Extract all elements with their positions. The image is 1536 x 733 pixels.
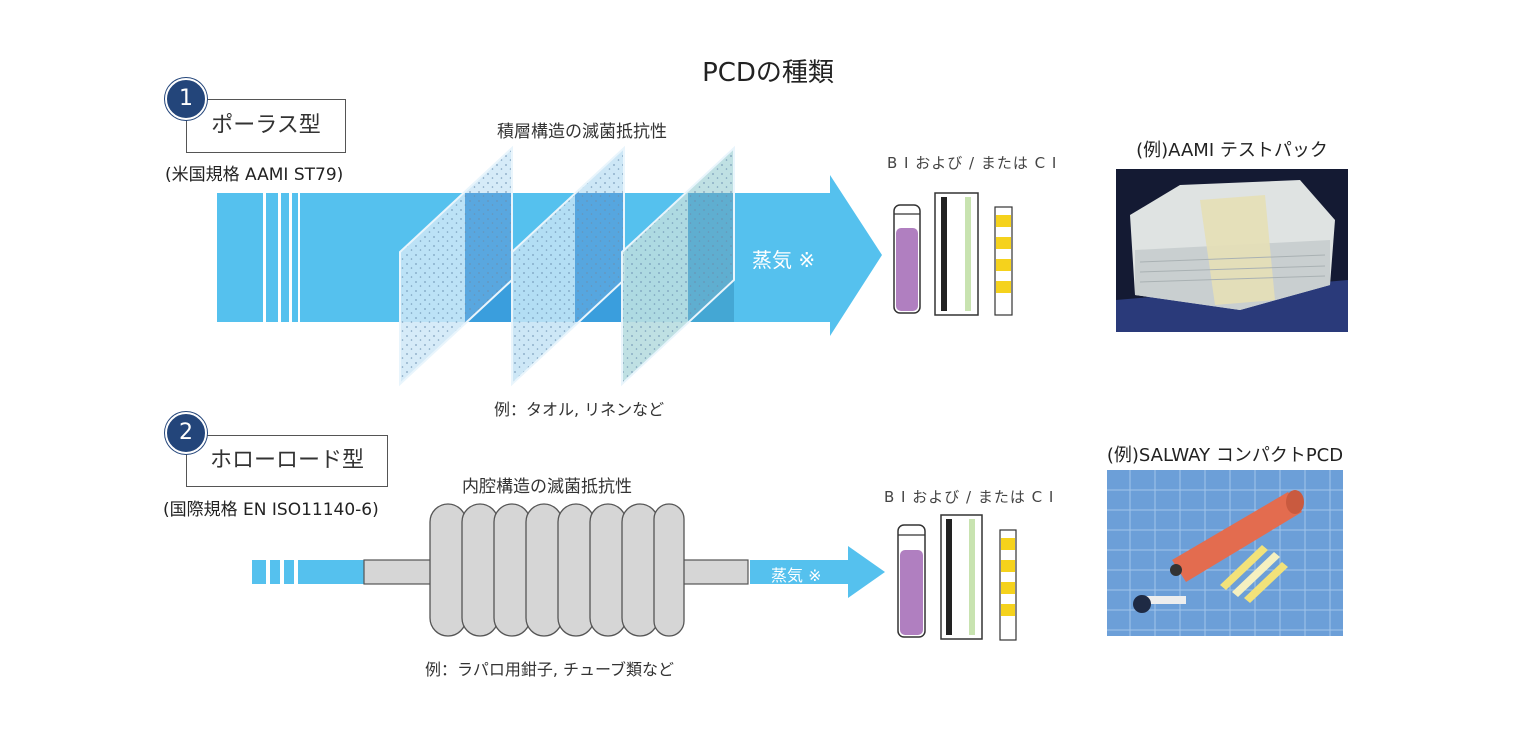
- arrow-tail-stripe: [217, 193, 263, 322]
- ci-yellow-strip-2: [999, 529, 1017, 641]
- arrow-tail-stripe: [281, 193, 289, 322]
- steam-label-2: 蒸気 ※: [771, 566, 822, 585]
- section-number-badge-2: 2: [165, 412, 207, 454]
- section-number-badge-1: 1: [165, 78, 207, 120]
- bi-vial-2: [897, 524, 926, 638]
- arrow-tail-stripe: [298, 560, 364, 584]
- layer-panel-3: [621, 145, 735, 387]
- type-label-porous: ポーラス型: [186, 99, 346, 153]
- salway-compact-pcd-photo: [1107, 470, 1343, 636]
- tube-outlet: [679, 559, 749, 585]
- layer-panel-2: [511, 145, 625, 387]
- type-label-hollow-load: ホローロード型: [186, 435, 388, 487]
- arrow-tail-stripe: [266, 193, 278, 322]
- ci-strip-card-1: [934, 192, 979, 316]
- indicator-label-1: B I および / または C I: [887, 154, 1058, 172]
- layer-panel-1: [399, 145, 513, 387]
- hollow-coil: [429, 503, 685, 637]
- indicator-label-2: B I および / または C I: [884, 488, 1055, 506]
- structure-caption-1: 積層構造の滅菌抵抗性: [497, 122, 667, 142]
- photo-caption-1: (例)AAMI テストパック: [1136, 140, 1328, 161]
- standard-label-1: (米国規格 AAMI ST79): [165, 165, 344, 185]
- photo-caption-2: (例)SALWAY コンパクトPCD: [1106, 445, 1344, 466]
- arrow-tail-stripe: [292, 193, 298, 322]
- ci-strip-card-2: [940, 514, 983, 640]
- arrow-tail-stripe: [252, 560, 266, 584]
- example-caption-2: 例：ラパロ用鉗子, チューブ類など: [425, 660, 675, 679]
- standard-label-2: (国際規格 EN ISO11140-6): [163, 500, 379, 520]
- structure-caption-2: 内腔構造の滅菌抵抗性: [462, 477, 632, 497]
- bi-vial-1: [893, 204, 921, 314]
- arrow-tail-stripe: [270, 560, 280, 584]
- tube-inlet: [363, 559, 437, 585]
- aami-test-pack-photo: [1116, 169, 1348, 332]
- page-title: PCDの種類: [702, 58, 834, 88]
- steam-arrow-2: [750, 546, 885, 598]
- example-caption-1: 例：タオル, リネンなど: [494, 400, 665, 419]
- ci-yellow-strip-1: [994, 206, 1013, 316]
- steam-label-1: 蒸気 ※: [752, 248, 816, 272]
- arrow-tail-stripe: [284, 560, 294, 584]
